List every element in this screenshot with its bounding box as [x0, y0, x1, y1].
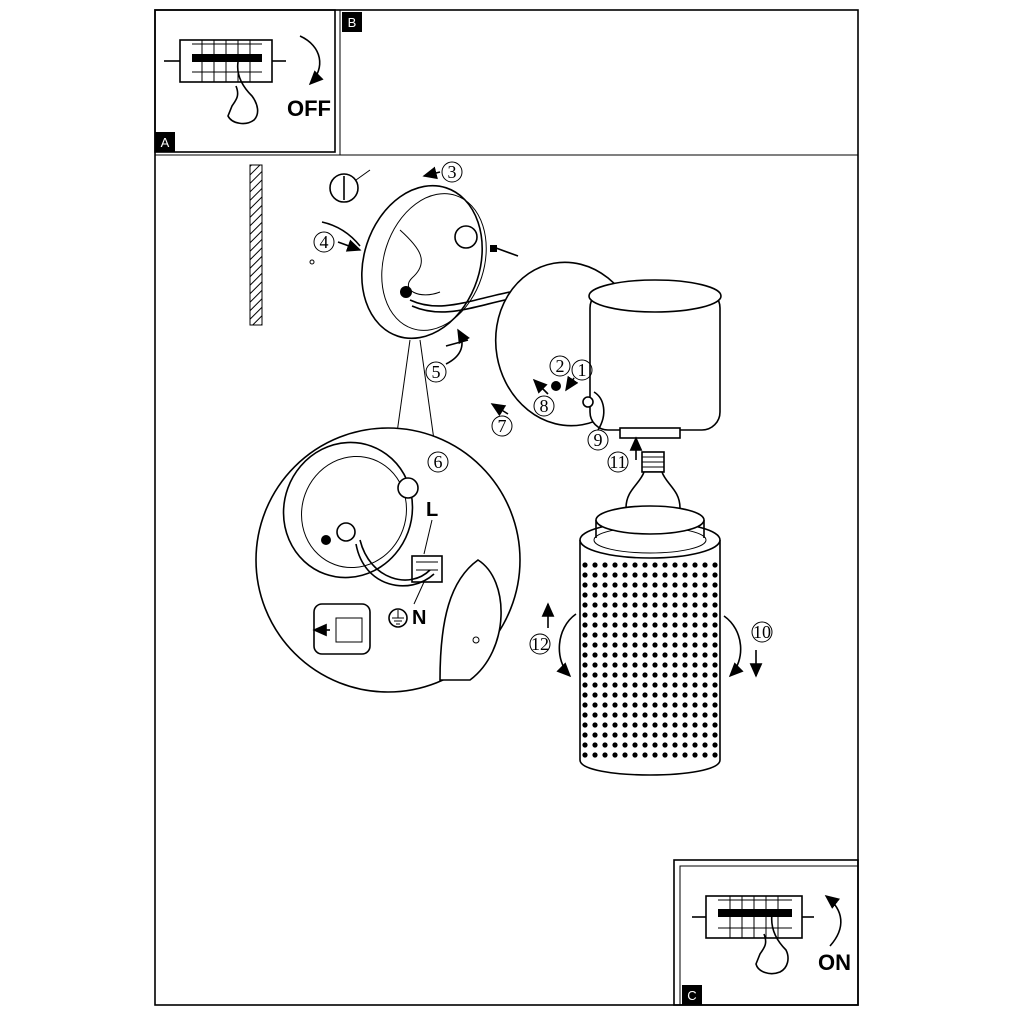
- step-2-number: 2: [556, 356, 565, 376]
- step-7-number: 7: [498, 416, 507, 436]
- step-8-number: 8: [540, 396, 549, 416]
- panel-a-switch-off: A OFF: [154, 9, 858, 156]
- step-5-callout: 5: [425, 328, 470, 383]
- panel-b-letter: B: [348, 15, 357, 30]
- pointing-hand-on-icon: [755, 913, 789, 975]
- live-wire-label-group: L: [423, 499, 438, 555]
- circuit-breaker-on-icon: [692, 895, 814, 939]
- step-10-callout: 10: [723, 615, 773, 678]
- screw-icon: [490, 245, 519, 257]
- perforated-shade: [579, 505, 721, 776]
- step-2-callout: 2: [549, 355, 571, 377]
- step-10-number: 10: [753, 622, 771, 642]
- switch-on-label: ON: [818, 950, 851, 975]
- step-6-number: 6: [434, 452, 443, 472]
- neutral-wire-label-group: N: [412, 581, 426, 629]
- step-1-callout: 1: [565, 359, 593, 392]
- step-11-callout: 11: [607, 436, 643, 473]
- step-12-callout: 12: [529, 602, 577, 678]
- pointing-hand-icon: [227, 61, 259, 125]
- rotate-off-arrow-icon: [299, 35, 324, 86]
- step-9-callout: 9: [587, 391, 609, 451]
- step-8-callout: 8: [532, 378, 555, 417]
- step-7-callout: 7: [490, 403, 513, 437]
- step-9-number: 9: [594, 430, 603, 450]
- step-3-callout: 3: [329, 161, 463, 203]
- live-wire-label: L: [426, 499, 438, 521]
- panel-c-letter: C: [687, 988, 696, 1003]
- step-11-number: 11: [609, 452, 626, 472]
- neutral-wire-label: N: [412, 607, 426, 629]
- rotate-on-arrow-icon: [824, 895, 842, 947]
- switch-off-label: OFF: [287, 96, 331, 121]
- main-frame: [154, 9, 859, 1006]
- step-3-number: 3: [448, 162, 457, 182]
- panel-a-letter: A: [161, 135, 170, 150]
- circuit-breaker-icon: [164, 39, 286, 83]
- step-4-number: 4: [320, 232, 329, 252]
- step-12-number: 12: [531, 634, 549, 654]
- wall-hatch-icon: [249, 164, 263, 326]
- step-6-callout: 6: [427, 451, 449, 473]
- wiring-detail-bubble: [255, 339, 521, 693]
- panel-c-switch-on: C ON: [673, 859, 859, 1006]
- step-1-number: 1: [578, 360, 587, 380]
- step-5-number: 5: [432, 362, 441, 382]
- mounting-plate: [361, 184, 515, 340]
- step-4-callout: 4: [309, 221, 362, 265]
- earth-ground-icon: [388, 608, 408, 628]
- panel-b-marker: B: [342, 12, 362, 32]
- lamp-head: [494, 261, 722, 439]
